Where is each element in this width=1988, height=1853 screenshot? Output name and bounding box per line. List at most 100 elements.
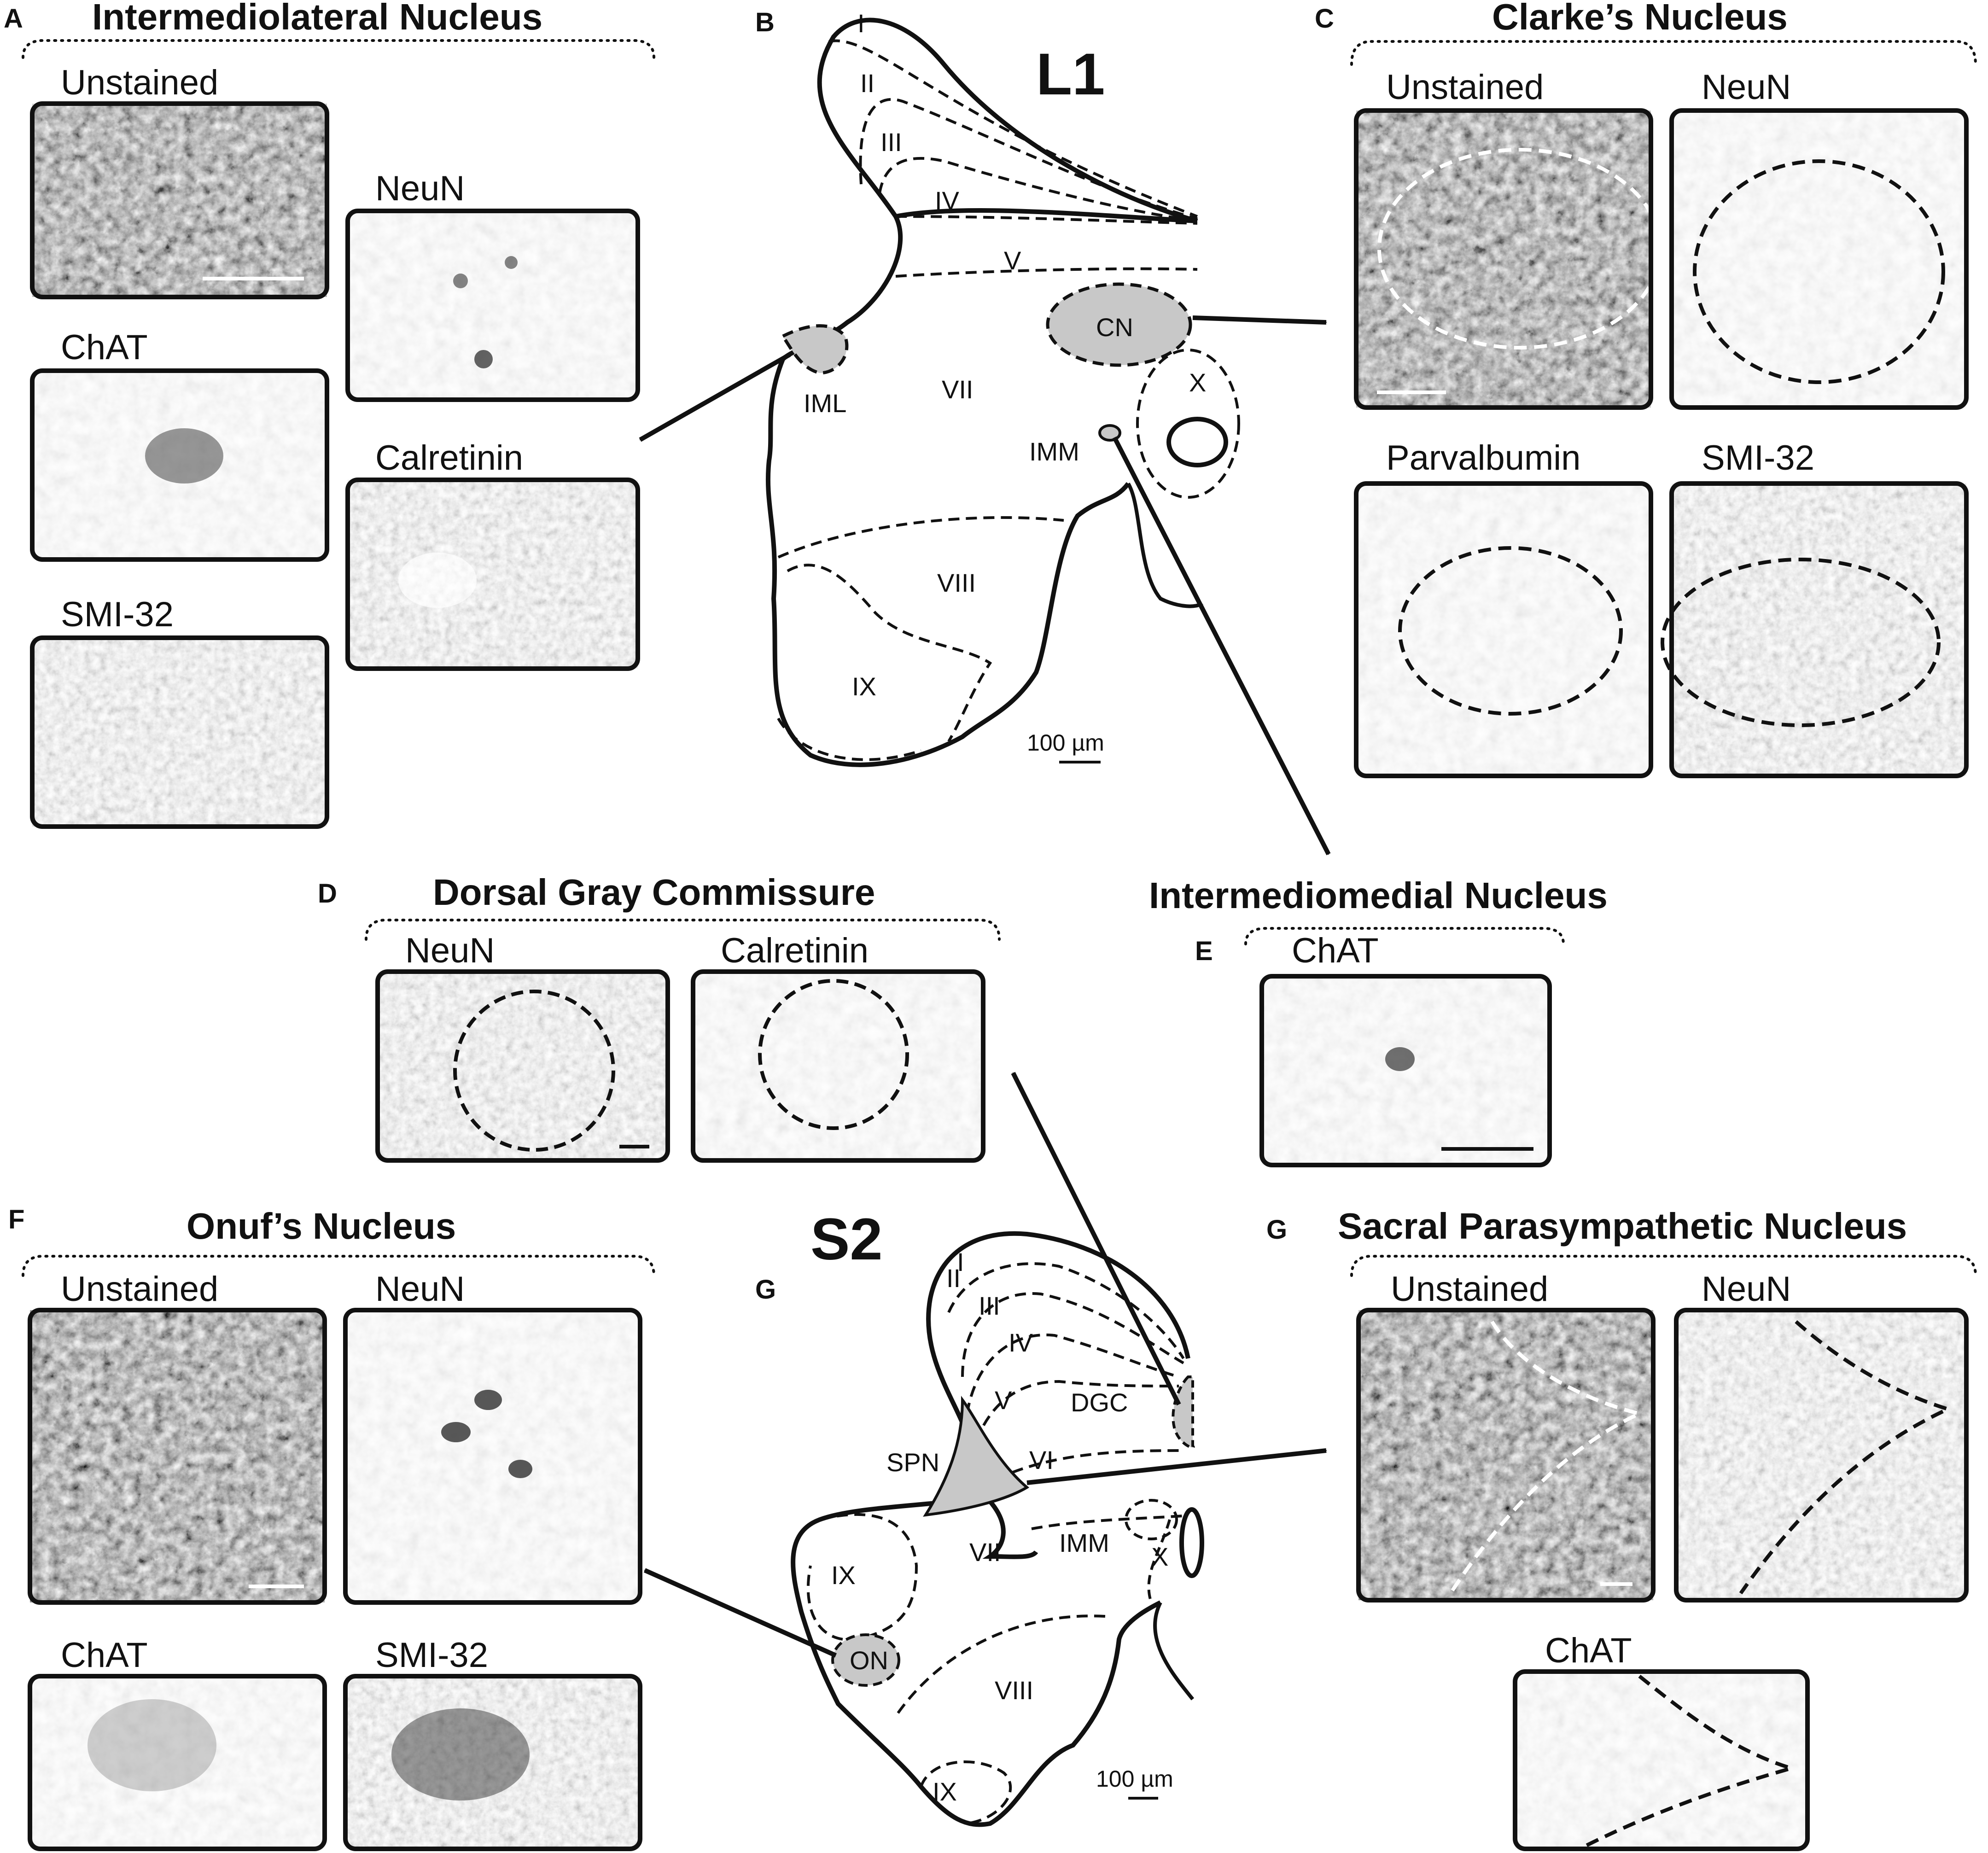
panel-a-unstained-image bbox=[32, 104, 327, 297]
panel-a-calretinin-image bbox=[348, 480, 638, 669]
arrow-spn-to-panel-g bbox=[1026, 1448, 1327, 1485]
panel-b-letter: B bbox=[755, 7, 775, 37]
panel-d-letter: D bbox=[318, 879, 337, 909]
panel-a-title: Intermediolateral Nucleus bbox=[92, 0, 542, 37]
panel-c-unstained-label: Unstained bbox=[1386, 68, 1544, 107]
panel-d-calretinin-label: Calretinin bbox=[721, 931, 869, 970]
panel-g-micrographs: G Sacral Parasympathetic Nucleus Unstain… bbox=[1266, 1206, 1977, 1851]
panel-g-title: Sacral Parasympathetic Nucleus bbox=[1338, 1206, 1907, 1247]
panel-g-nucleus-spn bbox=[923, 1395, 1030, 1517]
panel-d-neun-label: NeuN bbox=[405, 931, 495, 970]
panel-b-lamina-iii: III bbox=[880, 128, 902, 157]
panel-g-unstained-image bbox=[1358, 1310, 1653, 1600]
panel-a: A Intermediolateral Nucleus Unstained Ch… bbox=[4, 0, 655, 829]
panel-g-label-spn: SPN bbox=[886, 1448, 939, 1477]
panel-c-letter: C bbox=[1315, 4, 1334, 34]
panel-b-central-canal bbox=[1166, 417, 1228, 467]
panel-b-lamina-iv: IV bbox=[935, 186, 960, 215]
panel-g-lamina-iii: III bbox=[979, 1291, 1000, 1320]
panel-a-smi32-label: SMI-32 bbox=[61, 595, 174, 634]
panel-d: D Dorsal Gray Commissure NeuN Calretinin bbox=[318, 872, 1001, 1163]
panel-f-letter: F bbox=[8, 1205, 24, 1235]
panel-f-title: Onuf’s Nucleus bbox=[187, 1206, 456, 1247]
panel-b-lamina-viii: VIII bbox=[937, 568, 976, 597]
panel-f-neun-label: NeuN bbox=[375, 1270, 465, 1309]
panel-g-lamina-x: X bbox=[1151, 1542, 1168, 1571]
panel-e-chat-label: ChAT bbox=[1292, 931, 1379, 970]
panel-a-calretinin-label: Calretinin bbox=[375, 438, 523, 478]
panel-g-nucleus-on bbox=[831, 1633, 900, 1687]
arrow-dgc-to-panel-d bbox=[1011, 1072, 1181, 1406]
panel-b-lamina-i: I bbox=[857, 9, 865, 38]
panel-f: F Onuf’s Nucleus Unstained NeuN ChAT SMI… bbox=[8, 1205, 655, 1851]
panel-f-chat-label: ChAT bbox=[61, 1636, 148, 1675]
panel-g-lamina-ix-ventral: IX bbox=[933, 1777, 957, 1806]
panel-d-title: Dorsal Gray Commissure bbox=[433, 872, 875, 913]
panel-g-lamina-vi: VI bbox=[1029, 1445, 1054, 1474]
panel-b-label-imm: IMM bbox=[1029, 437, 1079, 466]
panel-b-nucleus-iml bbox=[780, 324, 849, 375]
panel-d-calretinin-image bbox=[693, 972, 983, 1160]
panel-g-lamina-v: V bbox=[995, 1386, 1012, 1415]
panel-g-ventral-outline bbox=[791, 1494, 1162, 1827]
panel-d-neun-image bbox=[378, 972, 668, 1160]
arrow-on-to-panel-f bbox=[643, 1568, 837, 1658]
panel-c-parvalbumin-image bbox=[1356, 484, 1651, 776]
panel-b-dorsal-horn-outline bbox=[817, 17, 1198, 223]
panel-e: Intermediomedial Nucleus E ChAT bbox=[1149, 875, 1608, 1167]
panel-c-bracket bbox=[1350, 40, 1977, 66]
panel-g-lamina-ii: II bbox=[946, 1264, 961, 1293]
arrow-imm-to-panel-e bbox=[1112, 436, 1331, 856]
panel-f-unstained-label: Unstained bbox=[61, 1270, 218, 1309]
panel-b-label-cn: CN bbox=[1096, 313, 1133, 342]
panel-b-nucleus-cn bbox=[1046, 282, 1192, 367]
panel-e-chat-image bbox=[1262, 976, 1550, 1165]
panel-c-neun-image bbox=[1672, 111, 1966, 408]
panel-g-lamina-vii: VII bbox=[969, 1538, 1001, 1567]
panel-b-lamina-ix: IX bbox=[852, 672, 876, 701]
panel-e-letter: E bbox=[1195, 936, 1213, 966]
panel-a-chat-label: ChAT bbox=[61, 328, 148, 367]
panel-a-unstained-label: Unstained bbox=[61, 63, 218, 102]
panel-g-bracket bbox=[1350, 1255, 1977, 1277]
panel-g-label-dgc: DGC bbox=[1071, 1388, 1128, 1417]
arrow-cn-to-panel-c bbox=[1192, 315, 1327, 325]
panel-g-letter-left: G bbox=[755, 1275, 776, 1305]
panel-g-lamina-viii: VIII bbox=[995, 1676, 1033, 1705]
panel-g-neun-label: NeuN bbox=[1702, 1270, 1791, 1309]
panel-g-label-on: ON bbox=[850, 1646, 888, 1675]
panel-g-unstained-label: Unstained bbox=[1391, 1270, 1548, 1309]
panel-g-chat-label: ChAT bbox=[1545, 1631, 1632, 1670]
panel-c-neun-label: NeuN bbox=[1702, 68, 1791, 107]
arrow-iml-to-panel-a bbox=[639, 352, 791, 442]
panel-a-neun-image bbox=[348, 211, 638, 400]
panel-g-neun-image bbox=[1676, 1310, 1966, 1600]
panel-g-letter-right: G bbox=[1266, 1215, 1287, 1245]
panel-f-bracket bbox=[22, 1255, 655, 1277]
panel-c-parvalbumin-label: Parvalbumin bbox=[1386, 438, 1580, 478]
panel-c-unstained-image bbox=[1356, 111, 1651, 408]
panel-g-scale-label: 100 µm bbox=[1096, 1766, 1173, 1792]
panel-b-lamina-v: V bbox=[1004, 246, 1021, 275]
panel-g-central-canal bbox=[1179, 1507, 1204, 1578]
panel-f-smi32-label: SMI-32 bbox=[375, 1636, 488, 1675]
panel-c: C Clarke’s Nucleus Unstained NeuN Parval… bbox=[1315, 0, 1977, 778]
panel-e-bracket bbox=[1244, 927, 1565, 945]
panel-g-nucleus-dgc bbox=[1172, 1375, 1195, 1449]
panel-c-smi32-image bbox=[1672, 484, 1966, 776]
panel-g-section: S2 G I II III IV V VI VII VIII IX IX X S… bbox=[755, 1206, 1204, 1827]
panel-b-level: L1 bbox=[1036, 41, 1105, 107]
panel-f-unstained-image bbox=[30, 1310, 325, 1602]
panel-f-chat-image bbox=[30, 1676, 325, 1849]
panel-b-lamina-ii: II bbox=[860, 69, 874, 98]
panel-g-chat-image bbox=[1515, 1672, 1807, 1849]
panel-a-letter: A bbox=[4, 4, 23, 34]
panel-a-neun-label: NeuN bbox=[375, 169, 465, 208]
panel-e-title: Intermediomedial Nucleus bbox=[1149, 875, 1608, 916]
panel-g-lamina-iv: IV bbox=[1009, 1328, 1033, 1357]
panel-b: B L1 I II III IV V VII VIII IX X CN IML … bbox=[755, 7, 1240, 767]
panel-g-level: S2 bbox=[810, 1206, 883, 1272]
panel-f-neun-image bbox=[345, 1310, 640, 1602]
panel-a-bracket bbox=[22, 39, 655, 59]
panel-a-smi32-image bbox=[32, 638, 327, 827]
